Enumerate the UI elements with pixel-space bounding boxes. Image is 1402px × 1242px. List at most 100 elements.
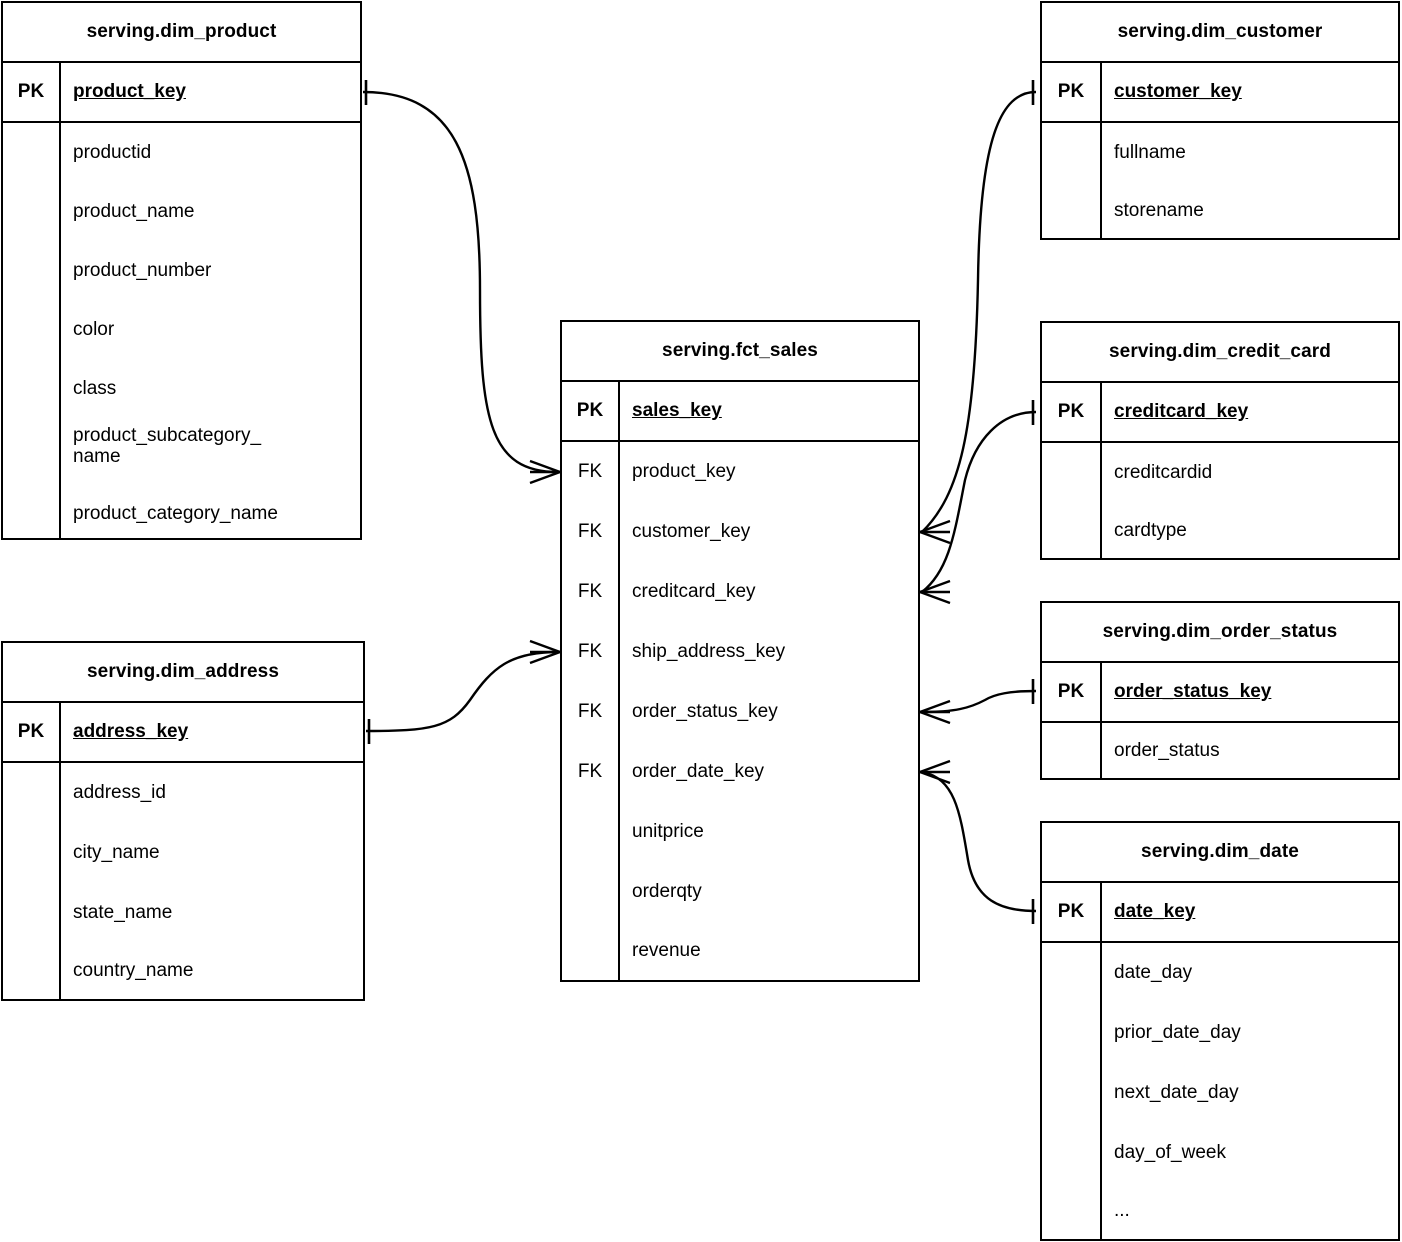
attribute-row-ellipsis: ... — [1114, 1200, 1130, 1222]
column-namecol-fct-sales: product_key customer_key creditcard_key … — [620, 442, 918, 980]
attribute-row: city_name — [73, 842, 160, 864]
attribute-row-wrapped: product_subcategory_ name — [61, 419, 360, 489]
pk-row-dim-address: PK address_key — [3, 703, 363, 763]
attribute-row: day_of_week — [1114, 1142, 1226, 1164]
column-row: customer_key — [632, 521, 751, 543]
attribute-row: state_name — [73, 902, 173, 924]
fk-label-empty — [562, 862, 618, 922]
fk-label: FK — [577, 701, 603, 722]
attribute-row: date_day — [1114, 962, 1193, 984]
entity-dim-product[interactable]: serving.dim_product PK product_key produ… — [1, 1, 362, 540]
pk-label-dim-date: PK — [1042, 883, 1102, 941]
attribute-row: product_number — [73, 260, 212, 282]
pk-field-dim-credit-card: creditcard_key — [1114, 401, 1249, 422]
entity-title-fct-sales: serving.fct_sales — [562, 322, 918, 382]
entity-title-dim-order-status: serving.dim_order_status — [1042, 603, 1398, 663]
attribute-row: class — [73, 378, 117, 400]
attribute-row: productid — [73, 141, 152, 163]
pk-field-dim-address: address_key — [73, 721, 189, 742]
attribute-namecol-dim-address: address_id city_name state_name country_… — [61, 763, 363, 999]
column-row: ship_address_key — [632, 641, 786, 663]
attribute-namecol-dim-customer: fullname storename — [1102, 123, 1398, 238]
attribute-keycol-dim-customer — [1042, 123, 1102, 238]
entity-dim-credit-card[interactable]: serving.dim_credit_card PK creditcard_ke… — [1040, 321, 1400, 560]
attribute-row: order_status — [1114, 739, 1220, 761]
entity-fct-sales[interactable]: serving.fct_sales PK sales_key FK FK FK … — [560, 320, 920, 982]
fk-label: FK — [577, 641, 603, 662]
entity-title-dim-address: serving.dim_address — [3, 643, 363, 703]
entity-title-dim-date: serving.dim_date — [1042, 823, 1398, 883]
attribute-keycol-dim-credit-card — [1042, 443, 1102, 558]
attributes-dim-product: productid product_name product_number co… — [3, 123, 360, 538]
attribute-namecol-dim-order-status: order_status — [1102, 723, 1398, 778]
pk-field-dim-order-status: order_status_key — [1114, 681, 1272, 702]
attribute-keycol-dim-address — [3, 763, 61, 999]
attribute-keycol-dim-order-status — [1042, 723, 1102, 778]
pk-label-dim-product: PK — [3, 63, 61, 121]
attribute-line-1: product_subcategory_ — [73, 424, 262, 446]
column-row: product_key — [632, 461, 736, 483]
pk-field-dim-customer: customer_key — [1114, 81, 1242, 102]
attribute-line-2: name — [73, 445, 121, 467]
attribute-row: color — [73, 319, 115, 341]
pk-label-dim-address: PK — [3, 703, 61, 761]
link-product-to-sales — [362, 90, 559, 474]
pk-row-dim-customer: PK customer_key — [1042, 63, 1398, 123]
column-row: orderqty — [632, 881, 702, 903]
entity-dim-customer[interactable]: serving.dim_customer PK customer_key ful… — [1040, 1, 1400, 240]
crow-foot-sales-date — [919, 759, 951, 785]
link-creditcard-to-sales — [921, 410, 1037, 593]
attribute-row: next_date_day — [1114, 1082, 1239, 1104]
entity-title-dim-product: serving.dim_product — [3, 3, 360, 63]
pk-label-dim-order-status: PK — [1042, 663, 1102, 721]
fk-label: FK — [577, 461, 603, 482]
pk-row-dim-product: PK product_key — [3, 63, 360, 123]
attribute-namecol-dim-date: date_day prior_date_day next_date_day da… — [1102, 943, 1398, 1239]
attribute-namecol-dim-product: productid product_name product_number co… — [61, 123, 360, 538]
fk-label-empty — [562, 802, 618, 862]
attributes-dim-customer: fullname storename — [1042, 123, 1398, 238]
link-date-to-sales — [921, 770, 1037, 913]
fk-label: FK — [577, 761, 603, 782]
attribute-row: storename — [1114, 199, 1204, 221]
attribute-row: fullname — [1114, 142, 1186, 164]
column-row: order_status_key — [632, 701, 778, 723]
link-customer-to-sales — [921, 90, 1037, 533]
pk-label-dim-credit-card: PK — [1042, 383, 1102, 441]
crow-foot-sales-customer — [919, 519, 951, 545]
crow-foot-sales-address — [529, 639, 561, 665]
pk-field-dim-date: date_key — [1114, 901, 1196, 922]
crow-foot-sales-orderstatus — [919, 699, 951, 725]
attributes-dim-address: address_id city_name state_name country_… — [3, 763, 363, 999]
entity-dim-order-status[interactable]: serving.dim_order_status PK order_status… — [1040, 601, 1400, 780]
pk-label-fct-sales: PK — [562, 382, 620, 440]
link-orderstatus-to-sales — [921, 689, 1037, 714]
pk-row-dim-credit-card: PK creditcard_key — [1042, 383, 1398, 443]
attribute-row: country_name — [73, 960, 194, 982]
crow-foot-sales-product — [529, 459, 561, 485]
entity-dim-address[interactable]: serving.dim_address PK address_key addre… — [1, 641, 365, 1001]
column-row: order_date_key — [632, 761, 765, 783]
crow-foot-sales-creditcard — [919, 579, 951, 605]
attributes-dim-order-status: order_status — [1042, 723, 1398, 778]
attributes-dim-credit-card: creditcardid cardtype — [1042, 443, 1398, 558]
pk-row-fct-sales: PK sales_key — [562, 382, 918, 442]
fk-label: FK — [577, 581, 603, 602]
columns-fct-sales: FK FK FK FK FK FK product_key customer_k… — [562, 442, 918, 980]
attribute-row: creditcardid — [1114, 462, 1213, 484]
entity-title-dim-credit-card: serving.dim_credit_card — [1042, 323, 1398, 383]
attribute-row: product_category_name — [73, 502, 278, 524]
attribute-row: cardtype — [1114, 519, 1187, 541]
attribute-row: prior_date_day — [1114, 1022, 1241, 1044]
attribute-keycol-dim-product — [3, 123, 61, 538]
entity-dim-date[interactable]: serving.dim_date PK date_key date_day pr… — [1040, 821, 1400, 1241]
pk-field-fct-sales: sales_key — [632, 400, 722, 421]
attribute-row: address_id — [73, 782, 166, 804]
pk-row-dim-date: PK date_key — [1042, 883, 1398, 943]
pk-field-dim-product: product_key — [73, 81, 186, 102]
column-row: revenue — [632, 940, 701, 962]
fk-label-empty — [562, 922, 618, 980]
pk-label-dim-customer: PK — [1042, 63, 1102, 121]
entity-title-dim-customer: serving.dim_customer — [1042, 3, 1398, 63]
